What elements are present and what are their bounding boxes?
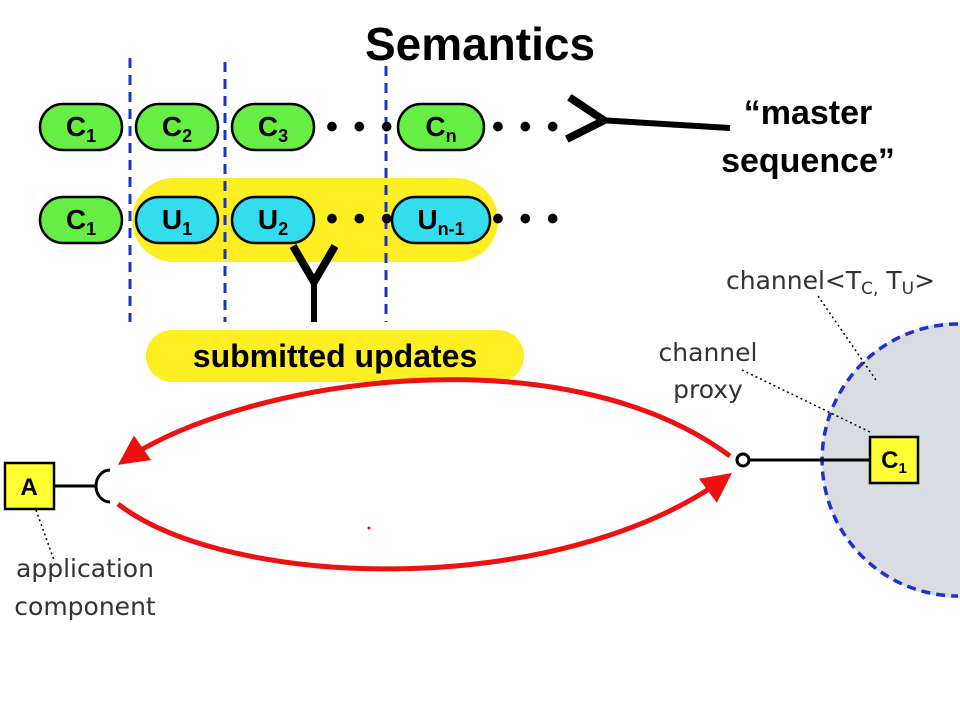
node-base: U	[162, 204, 182, 235]
application-socket-icon	[94, 468, 111, 504]
ellipsis-top-mid: • • •	[326, 108, 396, 146]
proxy-port-icon	[735, 452, 751, 468]
svg-text:C1: C1	[881, 447, 907, 477]
svg-text:C2: C2	[162, 111, 192, 146]
ellipsis-bottom-mid: • • •	[326, 200, 396, 238]
channel-type-mid: T	[878, 266, 902, 295]
node-c3-top: C3	[230, 102, 316, 152]
ellipsis-top-end: • • •	[492, 108, 562, 146]
node-c1-top: C1	[38, 102, 124, 152]
master-sequence-line1: “master	[744, 94, 873, 132]
node-cn-top: Cn	[396, 102, 486, 152]
svg-text:U2: U2	[258, 204, 288, 239]
svg-text:C1: C1	[66, 204, 96, 239]
page-title: Semantics	[365, 18, 595, 70]
node-base: U	[258, 204, 278, 235]
svg-text:C3: C3	[258, 111, 288, 146]
application-label-line2: component	[14, 592, 156, 621]
svg-text:Cn: Cn	[425, 111, 456, 146]
proxy-box-subscript: 1	[899, 460, 907, 477]
node-subscript: 1	[86, 126, 96, 146]
application-box-label: A	[20, 474, 37, 501]
application-box: A	[3, 461, 56, 511]
channel-type-suffix: >	[914, 266, 935, 295]
red-arrow-lower	[116, 473, 733, 572]
node-u2-bottom: U2	[230, 195, 316, 245]
application-leader-line	[35, 509, 55, 561]
red-dot	[367, 526, 371, 530]
master-sequence-line2: sequence”	[721, 142, 895, 180]
svg-text:U1: U1	[162, 204, 192, 239]
proxy-box-base: C	[881, 447, 898, 474]
node-base: C	[162, 111, 182, 142]
node-base: C	[425, 111, 445, 142]
node-subscript: 2	[182, 126, 192, 146]
svg-text:Un-1: Un-1	[417, 204, 464, 239]
node-base: U	[417, 204, 437, 235]
bottom-row: C1 U1 U2 • • • Un-1 • • •	[38, 195, 562, 245]
channel-type-prefix: channel<T	[726, 266, 862, 295]
channel-type-sub-u: U	[902, 279, 914, 299]
node-subscript: 1	[86, 219, 96, 239]
node-subscript: n	[446, 126, 457, 146]
ellipsis-bottom-end: • • •	[492, 200, 562, 238]
channel-proxy-line1: channel	[659, 338, 758, 367]
node-subscript: 3	[278, 126, 288, 146]
red-arrow-upper	[117, 377, 732, 465]
svg-text:C1: C1	[66, 111, 96, 146]
node-u1-bottom: U1	[134, 195, 220, 245]
application-label-line1: application	[16, 554, 154, 583]
proxy-box: C1	[868, 435, 920, 485]
submitted-updates-pill	[146, 330, 524, 382]
node-subscript: n-1	[438, 219, 465, 239]
submitted-updates-label: submitted updates	[193, 338, 477, 374]
channel-type-sub-c: C,	[861, 279, 878, 299]
proxy-leader-line	[741, 369, 871, 433]
node-c2-top: C2	[134, 102, 220, 152]
master-sequence-arrow	[598, 120, 731, 128]
node-c1-bottom: C1	[38, 195, 124, 245]
channel-type-label: channel<TC, TU>	[726, 266, 935, 299]
node-subscript: 2	[278, 219, 288, 239]
node-base: C	[66, 204, 86, 235]
channel-leader-line	[817, 295, 877, 381]
channel-proxy-line2: proxy	[673, 375, 743, 404]
top-row: C1 C2 C3 • • • Cn • • •	[38, 102, 562, 152]
node-base: C	[66, 111, 86, 142]
node-un1-bottom: Un-1	[390, 195, 492, 245]
node-subscript: 1	[182, 219, 192, 239]
node-base: C	[258, 111, 278, 142]
